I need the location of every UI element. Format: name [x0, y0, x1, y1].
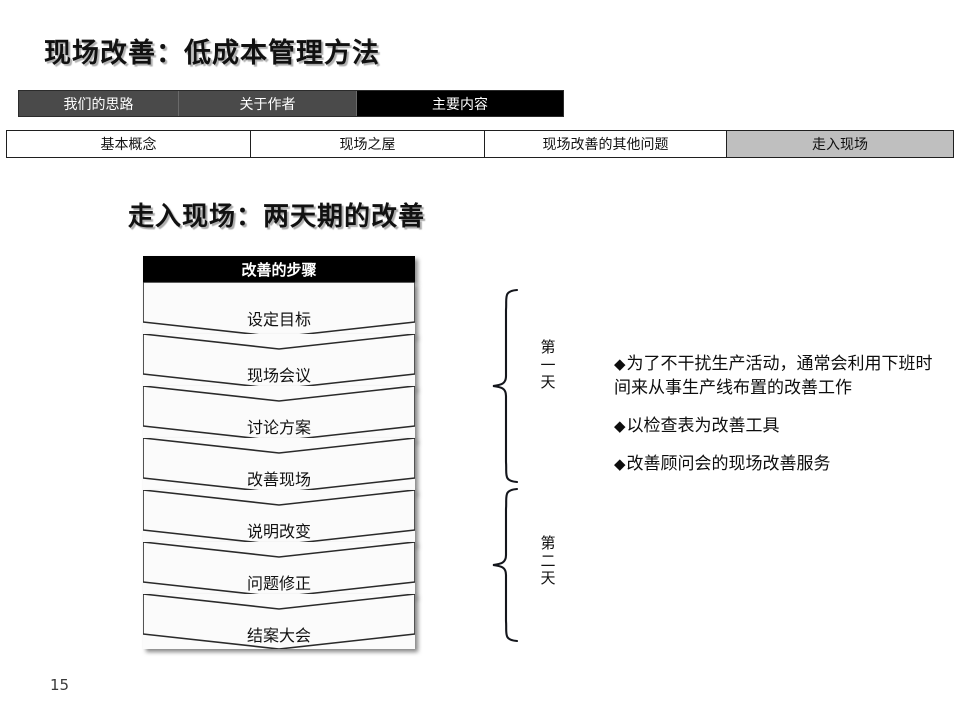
notes-bullet-list: ◆为了不干扰生产活动，通常会利用下班时间来从事生产线布置的改善工作 ◆以检查表为… [614, 352, 944, 491]
group-label-day-one: 第 一 天 [538, 338, 558, 392]
nav-subtab-label: 现场之屋 [339, 137, 396, 153]
flow-step[interactable]: 说明改变 [143, 490, 415, 545]
section-heading: 走入现场：两天期的改善 [128, 202, 426, 232]
kaizen-steps-flowchart: 改善的步骤 设定目标 现场会议 讨论方案 改善现 [143, 256, 415, 649]
flowchart-header: 改善的步骤 [143, 256, 415, 282]
flow-step[interactable]: 现场会议 [143, 334, 415, 389]
flow-step[interactable]: 结案大会 [143, 594, 415, 649]
nav-subtab-enter-gemba[interactable]: 走入现场 [727, 131, 953, 157]
diamond-bullet-icon: ◆ [614, 455, 626, 474]
page-number: 15 [50, 676, 70, 694]
bullet-item: ◆改善顾问会的现场改善服务 [614, 452, 944, 476]
flow-step[interactable]: 设定目标 [143, 282, 415, 337]
nav-subtab-label: 基本概念 [100, 137, 157, 153]
nav-tab-about-author[interactable]: 关于作者 [179, 91, 357, 116]
bullet-item: ◆以检查表为改善工具 [614, 414, 944, 438]
nav-tab-main-content[interactable]: 主要内容 [357, 91, 563, 116]
group-label-day-two: 第 二 天 [538, 534, 558, 588]
chevron-shape [143, 490, 415, 545]
chevron-shape [143, 334, 415, 389]
nav-tab-our-approach[interactable]: 我们的思路 [19, 91, 179, 116]
chevron-shape [143, 542, 415, 597]
bullet-item: ◆为了不干扰生产活动，通常会利用下班时间来从事生产线布置的改善工作 [614, 352, 944, 400]
nav-subtab-basic-concepts[interactable]: 基本概念 [7, 131, 251, 157]
group-brace-day-two [487, 487, 523, 643]
chevron-shape [143, 594, 415, 649]
bullet-text: 以检查表为改善工具 [626, 416, 780, 437]
group-brace-day-one [487, 288, 523, 484]
group-label-line: 一 [540, 355, 556, 374]
chevron-shape [143, 282, 415, 337]
group-label-line: 天 [540, 373, 556, 392]
group-label-line: 二 [540, 551, 556, 570]
primary-nav: 我们的思路 关于作者 主要内容 [18, 90, 564, 117]
group-label-line: 天 [540, 569, 556, 588]
chevron-shape [143, 438, 415, 493]
page-title: 现场改善：低成本管理方法 [44, 38, 380, 69]
secondary-nav: 基本概念 现场之屋 现场改善的其他问题 走入现场 [6, 130, 954, 158]
diamond-bullet-icon: ◆ [614, 417, 626, 436]
nav-tab-label: 主要内容 [432, 96, 488, 113]
nav-tab-label: 我们的思路 [63, 96, 134, 113]
nav-subtab-label: 走入现场 [812, 137, 868, 153]
chevron-shape [143, 386, 415, 441]
flowchart-header-label: 改善的步骤 [241, 260, 317, 279]
flow-step[interactable]: 讨论方案 [143, 386, 415, 441]
nav-subtab-other-issues[interactable]: 现场改善的其他问题 [485, 131, 727, 157]
nav-subtab-label: 现场改善的其他问题 [542, 137, 669, 153]
group-label-line: 第 [540, 338, 556, 356]
bullet-text: 为了不干扰生产活动，通常会利用下班时间来从事生产线布置的改善工作 [614, 354, 933, 399]
diamond-bullet-icon: ◆ [614, 355, 626, 373]
group-label-line: 第 [540, 534, 556, 552]
bullet-text: 改善顾问会的现场改善服务 [626, 454, 831, 475]
nav-subtab-gemba-house[interactable]: 现场之屋 [251, 131, 485, 157]
flow-step[interactable]: 改善现场 [143, 438, 415, 493]
flow-step[interactable]: 问题修正 [143, 542, 415, 597]
nav-tab-label: 关于作者 [239, 96, 296, 113]
